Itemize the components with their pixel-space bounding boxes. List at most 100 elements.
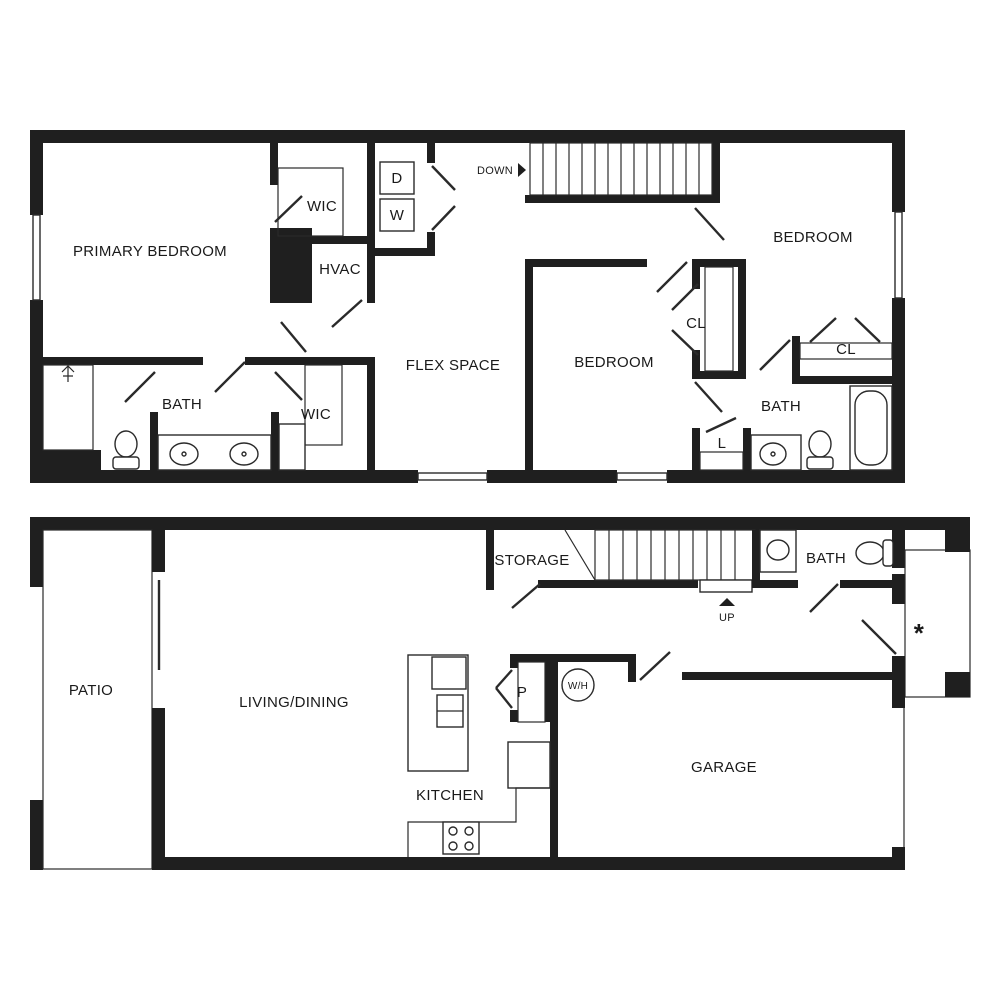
range bbox=[442, 821, 480, 855]
wic-wall-left bbox=[270, 143, 278, 185]
lower-wall-bottom-left bbox=[30, 857, 43, 870]
entry-pillar-bottom bbox=[945, 672, 970, 697]
closet-mid-wall-right bbox=[738, 259, 746, 379]
counter-line bbox=[407, 787, 550, 857]
upper-wall-left-bottom bbox=[30, 300, 43, 483]
bath-lower-wall-bottom bbox=[752, 580, 798, 588]
dryer-label: D bbox=[391, 170, 402, 187]
patio-edge bbox=[42, 529, 153, 870]
upper-wall-top bbox=[30, 130, 905, 143]
bath-left-wall-top-b bbox=[245, 357, 375, 365]
closet-mid-wall-left-a bbox=[692, 259, 700, 289]
vanity-wall-left bbox=[150, 412, 158, 470]
bath-left-label: BATH bbox=[162, 396, 202, 413]
laundry-wall-right-top bbox=[427, 143, 435, 163]
bath-lower-label: BATH bbox=[806, 550, 846, 567]
burner-1 bbox=[448, 826, 458, 836]
closet-mid-wall-top bbox=[692, 259, 746, 267]
closet-right-rod bbox=[799, 342, 893, 360]
toilet-left-tank bbox=[112, 456, 140, 470]
drain-3 bbox=[770, 451, 776, 457]
fridge bbox=[507, 741, 551, 789]
lower-doors bbox=[495, 583, 897, 709]
wic-top-label: WIC bbox=[307, 198, 337, 215]
flex-space-label: FLEX SPACE bbox=[406, 357, 500, 374]
linen-label: L bbox=[718, 435, 727, 452]
linen-wall-right bbox=[743, 428, 751, 470]
closet-right-wall-left bbox=[792, 336, 800, 384]
down-label: DOWN bbox=[477, 165, 513, 177]
bedroom-right-label: BEDROOM bbox=[773, 229, 853, 246]
entry-wall-right bbox=[892, 574, 905, 604]
bedroom-mid-wall-top bbox=[525, 259, 647, 267]
closet-mid-rod bbox=[704, 266, 734, 372]
burner-2 bbox=[464, 826, 474, 836]
stair-wall-lower bbox=[538, 580, 698, 588]
toilet-left-bowl bbox=[114, 430, 138, 458]
burner-4 bbox=[464, 841, 474, 851]
closet-mid-wall-left-b bbox=[692, 350, 700, 379]
window-left bbox=[32, 214, 41, 301]
hvac-wall-right bbox=[367, 143, 375, 303]
dryer bbox=[379, 161, 415, 195]
closet-right-label: CL bbox=[836, 341, 856, 358]
upper-doors bbox=[124, 165, 881, 434]
pantry-label: P bbox=[517, 684, 527, 701]
toilet-right-tank bbox=[806, 456, 834, 470]
toilet-lower-bowl bbox=[855, 541, 885, 565]
closet-right-wall-bottom bbox=[792, 376, 892, 384]
wh-wall-right bbox=[628, 654, 636, 682]
water-heater-label: W/H bbox=[568, 681, 588, 692]
entry-marker: * bbox=[914, 618, 925, 648]
bath-right-label: BATH bbox=[761, 398, 801, 415]
bath-lower-wall-left bbox=[752, 530, 760, 588]
entry-area bbox=[904, 549, 971, 698]
window-right bbox=[894, 211, 903, 299]
burner-3 bbox=[448, 841, 458, 851]
primary-bedroom-label: PRIMARY BEDROOM bbox=[73, 243, 227, 260]
patio-wall-top bbox=[152, 530, 165, 572]
window-bottom-1 bbox=[417, 472, 488, 481]
pantry-wall-right bbox=[545, 662, 553, 722]
storage-label: STORAGE bbox=[494, 552, 569, 569]
stair-wall-right bbox=[712, 143, 720, 203]
linen-shelf bbox=[699, 451, 744, 471]
laundry-wall-right-bottom bbox=[427, 232, 435, 256]
garage-wall-right-top bbox=[892, 656, 905, 708]
hvac-label: HVAC bbox=[319, 261, 361, 278]
lower-wall-left-top bbox=[30, 517, 43, 587]
laundry-wall-bottom bbox=[367, 248, 435, 256]
upper-wall-left-top bbox=[30, 130, 43, 215]
stair-wall-bottom bbox=[525, 195, 720, 203]
stair-treads bbox=[529, 142, 713, 196]
shower-area bbox=[42, 364, 94, 451]
bath-lower-wall-bottom-b bbox=[840, 580, 905, 588]
linen-wall-left bbox=[692, 428, 700, 470]
washer-label: W bbox=[390, 207, 405, 224]
storage-wall-left bbox=[486, 530, 494, 590]
upper-wall-right-bottom bbox=[892, 298, 905, 483]
pantry-wall-left-b bbox=[510, 710, 518, 722]
wh-wall-top bbox=[510, 654, 636, 662]
upper-wall-bottom-right bbox=[667, 470, 905, 483]
drain-2 bbox=[241, 451, 247, 457]
upper-wall-bottom-left bbox=[30, 470, 418, 483]
upper-wall-bottom-mid bbox=[487, 470, 617, 483]
wic-bottom-shelf bbox=[278, 423, 306, 471]
upper-floor: PRIMARY BEDROOM WIC HVAC D W DOWN BEDROO… bbox=[30, 130, 905, 483]
down-arrow-icon bbox=[518, 163, 526, 177]
closet-mid-wall-bottom bbox=[692, 371, 746, 379]
kitchen-wall-right bbox=[550, 662, 558, 870]
pantry-wall-left bbox=[510, 654, 518, 668]
up-label: UP bbox=[719, 612, 735, 624]
kitchen-label: KITCHEN bbox=[416, 787, 484, 804]
washer bbox=[379, 198, 415, 232]
living-dining-label: LIVING/DINING bbox=[239, 694, 349, 711]
toilet-lower-tank bbox=[882, 539, 894, 567]
toilet-right-bowl bbox=[808, 430, 832, 458]
wic-rod bbox=[277, 167, 344, 237]
wic-bottom-rod bbox=[304, 364, 343, 446]
shower-head-icon bbox=[61, 365, 75, 382]
water-heater bbox=[561, 668, 595, 702]
